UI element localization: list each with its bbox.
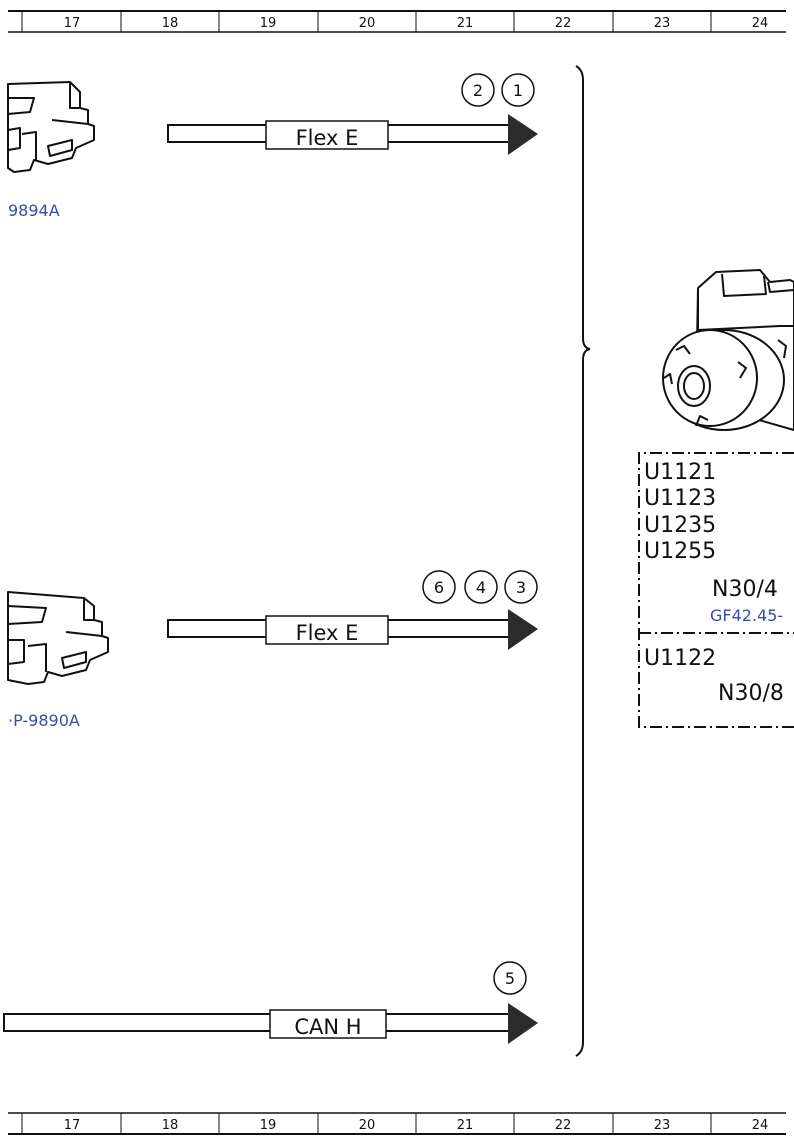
connector-drawing	[7, 591, 109, 685]
component-reference: 9894A	[8, 201, 60, 220]
ruler-col-label: 20	[359, 1118, 376, 1133]
ruler-col-label: 18	[162, 16, 179, 31]
fault-code: U1122	[644, 646, 716, 671]
ruler-col-label: 22	[555, 16, 572, 31]
wire-marker: 4	[476, 578, 486, 597]
fault-code: U1123	[644, 486, 716, 511]
ruler-col-label: 17	[64, 16, 81, 31]
component-reference: GF42.45-	[710, 606, 783, 625]
control-unit-drawing	[662, 269, 794, 431]
ruler-col-label: 24	[752, 1118, 769, 1133]
top-ruler: 17 18 19 20 21 22 23 24	[8, 10, 786, 33]
ruler-col-label: 19	[260, 16, 277, 31]
fault-code: U1121	[644, 460, 716, 485]
fault-code-box	[638, 452, 794, 728]
ruler-col-label: 17	[64, 1118, 81, 1133]
bus-label-box	[265, 615, 389, 645]
wire-marker: 3	[516, 578, 526, 597]
bus-label: CAN H	[294, 1015, 361, 1039]
component-reference: ·P-9890A	[8, 711, 80, 730]
wire-markers: 2 1	[461, 73, 535, 107]
bus-label-box	[265, 120, 389, 150]
unit-designation: N30/4	[712, 577, 778, 602]
wire-marker: 5	[505, 969, 515, 988]
ruler-col-label: 23	[654, 16, 671, 31]
fault-code: U1255	[644, 539, 716, 564]
fault-code: U1235	[644, 513, 716, 538]
ruler-col-label: 20	[359, 16, 376, 31]
bottom-ruler: 17 18 19 20 21 22 23 24	[8, 1112, 786, 1135]
wire-markers: 6 4 3	[422, 570, 538, 604]
ruler-col-label: 18	[162, 1118, 179, 1133]
ruler-col-label: 22	[555, 1118, 572, 1133]
signal-line: CAN H	[3, 1003, 538, 1044]
bus-label: Flex E	[296, 126, 359, 150]
signal-line: Flex E	[167, 114, 538, 155]
ruler-col-label: 19	[260, 1118, 277, 1133]
ruler-col-label: 21	[457, 16, 474, 31]
ruler-col-label: 21	[457, 1118, 474, 1133]
grouping-brace	[575, 65, 591, 1057]
unit-designation: N30/8	[718, 681, 784, 706]
wire-marker: 2	[473, 81, 483, 100]
connector-drawing	[7, 81, 95, 173]
wire-marker: 1	[513, 81, 523, 100]
ruler-col-label: 24	[752, 16, 769, 31]
bus-label-box	[269, 1009, 387, 1039]
wire-marker: 6	[434, 578, 444, 597]
bus-label: Flex E	[296, 621, 359, 645]
ruler-col-label: 23	[654, 1118, 671, 1133]
signal-line: Flex E	[167, 609, 538, 650]
wire-markers: 5	[493, 961, 527, 995]
